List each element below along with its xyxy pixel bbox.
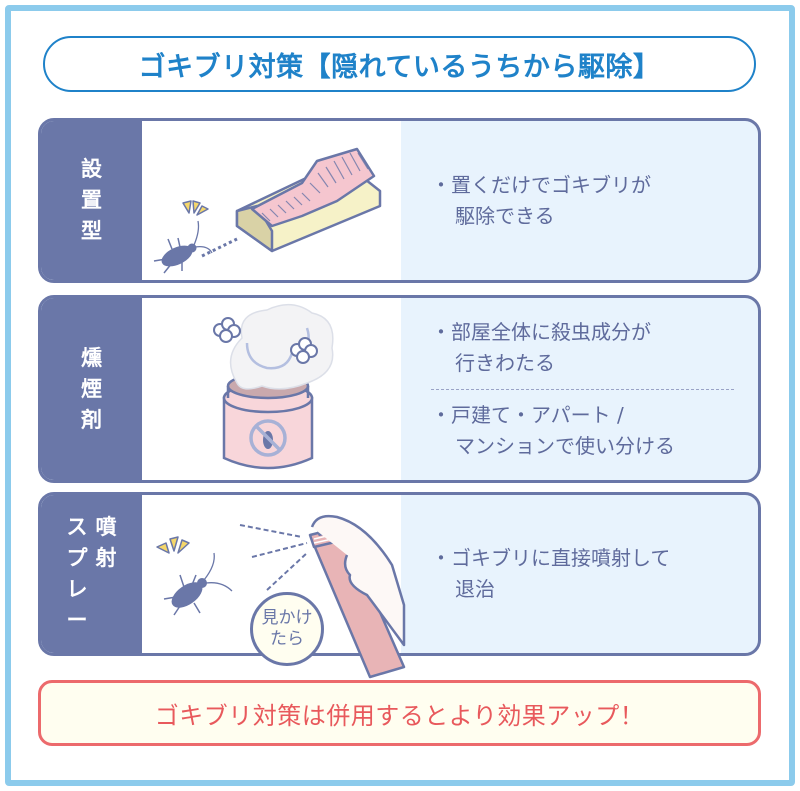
bait-trap-illustration: [142, 121, 401, 280]
fumigator-illustration: [142, 298, 401, 480]
description-line: 駆除できる: [455, 203, 555, 228]
label-char: 燻: [81, 345, 102, 370]
dashed-divider: [431, 388, 734, 390]
label-char: レ: [66, 577, 88, 601]
label-char: 型: [81, 219, 102, 243]
card-fumigator: 燻 煙 剤: [38, 295, 761, 483]
card-label: 噴 射 ス プ レ ー: [41, 495, 142, 653]
card-spray: 噴 射 ス プ レ ー: [38, 492, 761, 679]
description-item: ・ゴキブリに直接噴射して 退治: [431, 543, 758, 605]
description-line: ・ゴキブリに直接噴射して: [431, 546, 671, 570]
summary-banner-text: ゴキブリ対策は併用するとより効果アップ！: [154, 701, 645, 730]
label-char: 煙: [81, 376, 102, 401]
spray-can-icon: [156, 514, 406, 679]
label-char: 剤: [81, 407, 102, 432]
badge-line: たら: [270, 629, 304, 649]
card-label: 設 置 型: [41, 121, 142, 280]
badge-line: 見かけ: [261, 608, 313, 628]
label-char: 置: [81, 188, 102, 212]
label-char: プ: [66, 546, 88, 570]
description-item: ・置くだけでゴキブリが 駆除できる: [431, 170, 758, 232]
label-char: 射: [95, 546, 117, 570]
label-char: 噴: [95, 515, 117, 539]
description-line: ・戸建て・アパート /: [431, 402, 624, 427]
description-line: ・部屋全体に殺虫成分が: [431, 319, 651, 344]
fumigator-can-icon: [213, 304, 334, 470]
card-bait-trap: 設 置 型: [38, 118, 761, 283]
description-line: マンションで使い分ける: [455, 433, 675, 458]
summary-banner: ゴキブリ対策は併用するとより効果アップ！: [38, 680, 761, 746]
description-line: ・置くだけでゴキブリが: [431, 172, 651, 197]
description-item: ・部屋全体に殺虫成分が 行きわたる: [431, 317, 758, 379]
card-description: ・部屋全体に殺虫成分が 行きわたる ・戸建て・アパート / マンションで使い分け…: [401, 298, 758, 480]
page-title: ゴキブリ対策【隠れているうちから駆除】: [43, 36, 756, 92]
description-line: 行きわたる: [455, 350, 555, 375]
page-title-text: ゴキブリ対策【隠れているうちから駆除】: [138, 51, 661, 83]
description-item: ・戸建て・アパート / マンションで使い分ける: [431, 400, 758, 462]
when-seen-badge: 見かけ たら: [250, 592, 324, 666]
label-char: 設: [81, 157, 102, 181]
card-description: ・ゴキブリに直接噴射して 退治: [401, 495, 758, 653]
description-line: 退治: [455, 577, 495, 601]
label-char: ー: [66, 608, 88, 632]
card-description: ・置くだけでゴキブリが 駆除できる: [401, 121, 758, 280]
label-char: ス: [66, 515, 88, 539]
card-label: 燻 煙 剤: [41, 298, 142, 480]
bait-trap-icon: [153, 147, 382, 274]
